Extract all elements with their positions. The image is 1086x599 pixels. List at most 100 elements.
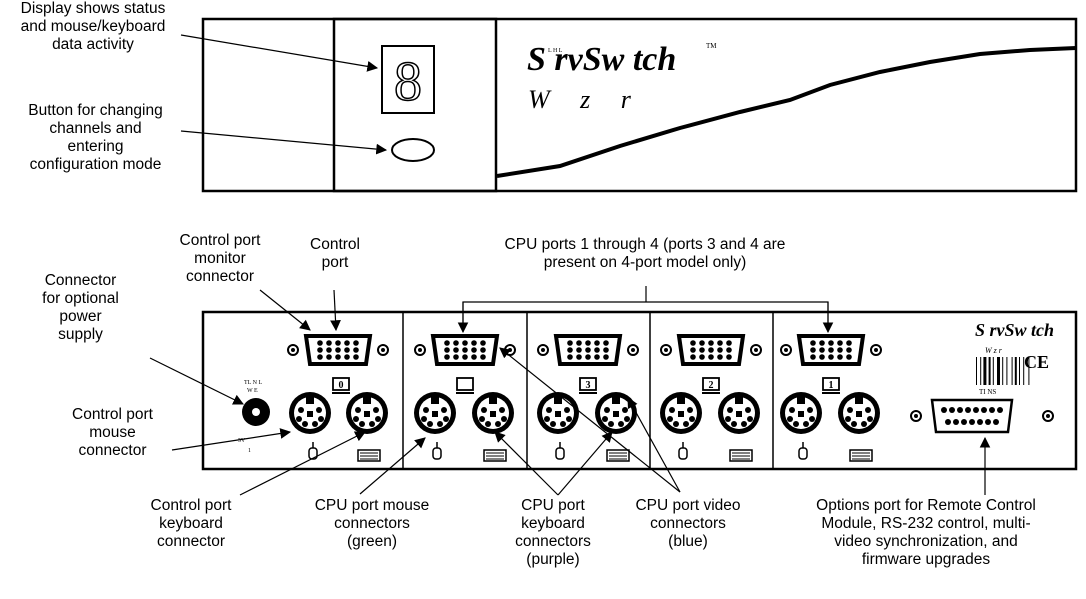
pin [847, 407, 853, 413]
power-tiny-label: TL N L [244, 380, 262, 386]
pin [437, 421, 443, 427]
pin [828, 347, 834, 353]
label-control-monitor: Control port monitor connector [179, 232, 261, 285]
center-pin [307, 411, 313, 417]
channel-button[interactable] [391, 138, 435, 162]
pin [344, 340, 350, 346]
key [735, 397, 743, 404]
pin [683, 421, 689, 427]
pin [699, 340, 705, 346]
center-pin [856, 411, 862, 417]
pin [444, 354, 450, 360]
label-cpu-keyboard: CPU port keyboard connectors (purple) [515, 497, 591, 568]
pin [317, 340, 323, 346]
pin [945, 419, 951, 425]
pin [846, 340, 852, 346]
cpu-port-1-video-connector[interactable] [780, 334, 882, 366]
pin [564, 407, 570, 413]
cpu-port-1-mouse-connector[interactable] [780, 392, 822, 434]
pin [807, 407, 813, 413]
key [489, 397, 497, 404]
pin [973, 407, 979, 413]
cpu-port-3-mouse-connector[interactable] [537, 392, 579, 434]
pin [443, 416, 449, 422]
pin [296, 416, 302, 422]
cpu-port-2-mouse-connector[interactable] [660, 392, 702, 434]
cpu-port-2-keyboard-connector[interactable] [718, 392, 760, 434]
label-cpu-video: CPU port video connectors (blue) [635, 497, 741, 550]
front-brand-small-text: L H L [548, 48, 563, 54]
control-monitor-connector[interactable] [287, 334, 389, 366]
label-cpu-mouse: CPU port mouse connectors (green) [314, 497, 430, 550]
keyboard-icon [729, 449, 753, 462]
pin [318, 416, 324, 422]
options-port[interactable] [910, 398, 1054, 434]
pin [726, 340, 732, 346]
pin [624, 416, 630, 422]
pin [344, 354, 350, 360]
pin [335, 347, 341, 353]
screw-dot [381, 348, 385, 352]
label-cpu-ports: CPU ports 1 through 4 (ports 3 and 4 are… [504, 236, 786, 271]
key [855, 397, 863, 404]
pin [335, 354, 341, 360]
cpu-port-3-keyboard-connector[interactable] [595, 392, 637, 434]
rear-panel: TL N L W E 5V 1 S rvSw tch W z r CE TI N… [201, 310, 1078, 471]
pin [462, 340, 468, 346]
pin [444, 340, 450, 346]
pin [745, 407, 751, 413]
pin [353, 340, 359, 346]
cpu-port-2-video-connector[interactable] [660, 334, 762, 366]
barcode-bar [1019, 357, 1020, 385]
pin [567, 340, 573, 346]
cpu-port-4-mouse-connector[interactable] [414, 392, 456, 434]
pin [837, 354, 843, 360]
pin [369, 421, 375, 427]
mouse-icon [798, 442, 808, 460]
pin [622, 407, 628, 413]
pin [326, 347, 332, 353]
pin [957, 407, 963, 413]
pin [567, 347, 573, 353]
cpu-port-1-keyboard-connector[interactable] [838, 392, 880, 434]
power-volt-num: 1 [248, 448, 251, 454]
arrow-control-keyboard [239, 431, 366, 496]
control-keyboard-connector[interactable] [346, 392, 388, 434]
barcode-bar [1023, 357, 1025, 385]
center-pin [432, 411, 438, 417]
front-panel-body [201, 17, 1078, 193]
cpu-port-4-video-connector[interactable] [414, 334, 516, 366]
pin [441, 407, 447, 413]
pin [977, 419, 983, 425]
pin [969, 419, 975, 425]
pin [550, 421, 556, 427]
pin [961, 419, 967, 425]
pin [594, 340, 600, 346]
pin [708, 354, 714, 360]
pin [667, 416, 673, 422]
pin [669, 407, 675, 413]
pin [997, 407, 1003, 413]
pin [846, 354, 852, 360]
pin [495, 421, 501, 427]
cpu-port-3-video-connector[interactable] [537, 334, 639, 366]
pin [499, 407, 505, 413]
arrow-cpu-keyboard-a [494, 431, 559, 496]
mouse-icon [678, 442, 688, 460]
pin [699, 347, 705, 353]
pin [462, 354, 468, 360]
pin [699, 354, 705, 360]
control-mouse-connector[interactable] [289, 392, 331, 434]
pin [993, 419, 999, 425]
cpu-port-4-keyboard-connector[interactable] [472, 392, 514, 434]
pin [481, 407, 487, 413]
monitor-icon: 0 [332, 377, 350, 394]
pin [717, 354, 723, 360]
pin [819, 354, 825, 360]
barcode-bar [983, 357, 987, 385]
pin [317, 347, 323, 353]
screw-dot [291, 348, 295, 352]
pin [985, 419, 991, 425]
screw-dot [754, 348, 758, 352]
pin [828, 340, 834, 346]
